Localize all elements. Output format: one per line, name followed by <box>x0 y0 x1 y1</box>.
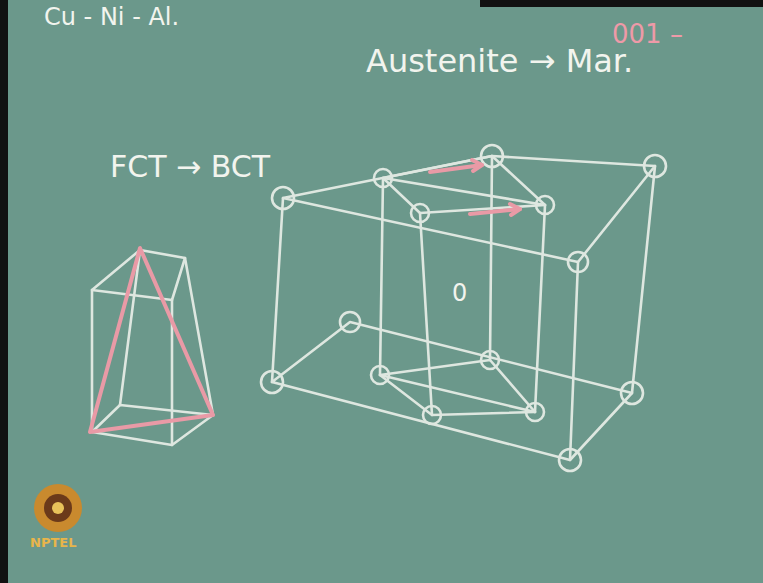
pink-shift-arrow <box>470 204 520 215</box>
center-atom-label: 0 <box>452 280 467 306</box>
pink-shift-arrow <box>430 160 482 172</box>
nptel-logo <box>34 484 82 532</box>
inner-bct-cell <box>371 156 554 424</box>
direction-label: 001 – <box>612 20 683 49</box>
outer-fct-cell <box>272 156 655 460</box>
atom-circles <box>261 145 666 471</box>
frame-edge <box>480 0 763 7</box>
alloy-label: Cu - Ni - Al. <box>44 4 179 30</box>
frame-edge <box>0 0 8 583</box>
cell-change-label: FCT → BCT <box>110 150 270 183</box>
transformation-label: Austenite → Mar. <box>366 44 633 79</box>
pink-triangle <box>90 248 213 432</box>
logo-text: NPTEL <box>30 536 76 550</box>
